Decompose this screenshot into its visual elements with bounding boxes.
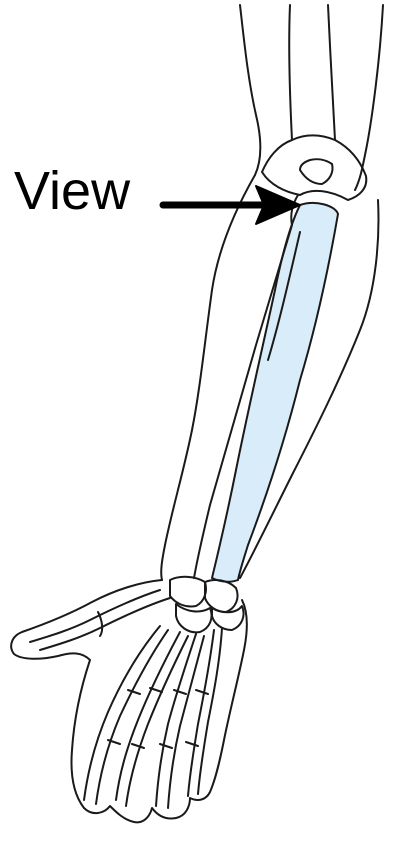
- humerus-right: [328, 5, 335, 140]
- elbow-condyle: [300, 159, 333, 184]
- thumb-bone: [30, 590, 160, 642]
- thumb-bone-inner: [40, 598, 170, 650]
- view-label: View: [14, 164, 130, 218]
- humerus-left: [289, 5, 292, 140]
- wrist-carpal-1: [170, 577, 206, 607]
- finger-joints: [108, 688, 208, 748]
- upper-arm-outline-left: [240, 5, 260, 175]
- wrist-carpal-3: [176, 604, 212, 632]
- radius-bone-highlight: [212, 203, 338, 582]
- wrist-carpal-4: [212, 606, 244, 630]
- thumb-joint: [98, 612, 102, 636]
- elbow-joint: [262, 136, 366, 201]
